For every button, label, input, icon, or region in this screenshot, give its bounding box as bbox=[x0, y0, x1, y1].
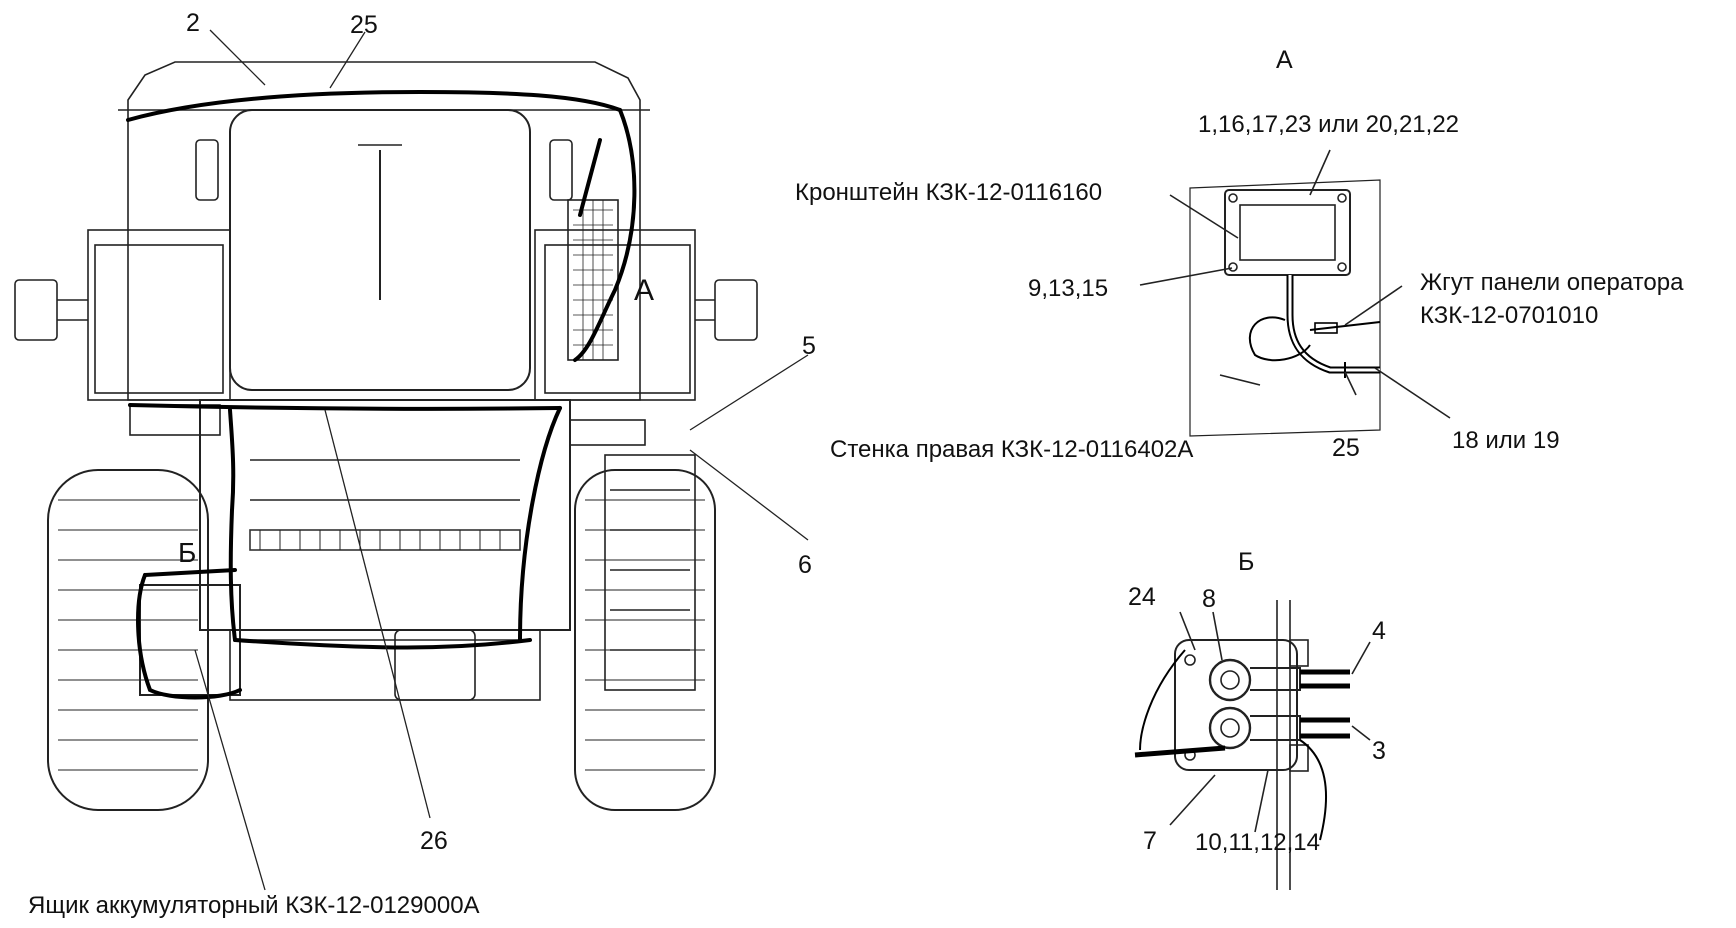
view-b-callout-7: 7 bbox=[1143, 827, 1157, 855]
harness-routing bbox=[126, 89, 637, 700]
view-a-detail bbox=[1139, 149, 1451, 437]
callout-a-on-machine: А bbox=[634, 274, 655, 307]
callout-b-on-machine: Б bbox=[178, 537, 197, 568]
callout-5: 5 bbox=[802, 332, 816, 360]
view-b-title: Б bbox=[1238, 548, 1255, 576]
callout-2: 2 bbox=[186, 9, 200, 37]
view-b-callout-8: 8 bbox=[1202, 585, 1216, 613]
leader-lines bbox=[194, 29, 809, 891]
callout-6: 6 bbox=[798, 551, 812, 579]
view-a-harness-line1: Жгут панели оператора bbox=[1420, 269, 1684, 296]
view-a-title: А bbox=[1276, 46, 1293, 74]
battery-box-label: Ящик аккумуляторный КЗК-12-0129000А bbox=[28, 892, 480, 919]
callout-26: 26 bbox=[420, 827, 448, 855]
view-a-bracket-label: Кронштейн КЗК-12-0116160 bbox=[795, 179, 1103, 206]
view-b-nuts-label: 10,11,12,14 bbox=[1195, 829, 1321, 856]
view-a-harness-line2: КЗК-12-0701010 bbox=[1420, 302, 1599, 329]
view-a-screws-label: 9,13,15 bbox=[1028, 275, 1109, 302]
view-a-clamp-label: 18 или 19 bbox=[1452, 427, 1560, 454]
view-a-wall-label: Стенка правая КЗК-12-0116402А bbox=[830, 436, 1194, 463]
combine-rear-view bbox=[14, 61, 758, 811]
callout-25-top: 25 bbox=[350, 11, 378, 39]
view-b-callout-24: 24 bbox=[1128, 583, 1156, 611]
view-b-callout-4: 4 bbox=[1372, 617, 1386, 645]
view-a-parts-top: 1,16,17,23 или 20,21,22 bbox=[1198, 111, 1460, 138]
view-a-callout-25: 25 bbox=[1332, 434, 1360, 462]
view-b-detail bbox=[1134, 600, 1371, 890]
view-b-callout-3: 3 bbox=[1372, 737, 1386, 765]
